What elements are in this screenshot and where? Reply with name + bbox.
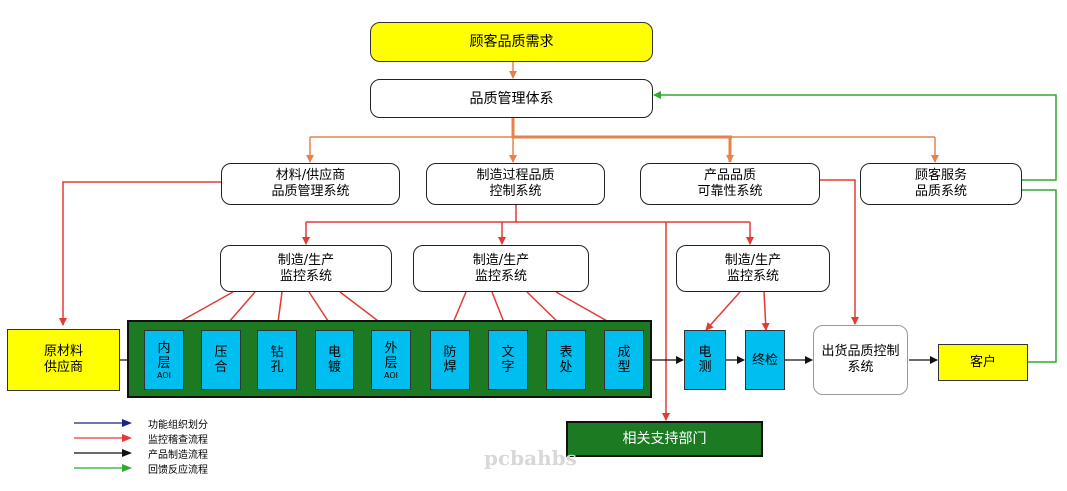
step-label: 表 处 (559, 345, 573, 375)
customer-demand-node: 顾客品质需求 (370, 22, 653, 62)
step-label: 成 型 (617, 345, 631, 375)
legend-item-org: 功能组织划分 (74, 416, 208, 431)
legend-arrow-icon (74, 464, 132, 472)
legend-arrow-icon (74, 449, 132, 457)
support-dept-node: 相关支持部门 (566, 421, 763, 457)
step-label: 防 焊 (443, 345, 457, 375)
product-reliability-node: 产品品质 可靠性系统 (640, 163, 820, 205)
step-lamination: 压 合 (201, 330, 241, 390)
legend-label: 监控稽查流程 (148, 434, 208, 446)
process-quality-node: 制造过程品质 控制系统 (426, 163, 605, 205)
legend-label: 产品制造流程 (148, 449, 208, 461)
monitor-system-1: 制造/生产 监控系统 (220, 245, 392, 292)
step-label: 电 镀 (327, 345, 341, 375)
legend-label: 回馈反应流程 (148, 464, 208, 476)
step-sub-label: AOI (384, 370, 398, 380)
step-label: 外 层 (384, 340, 398, 371)
monitor-system-2: 制造/生产 监控系统 (413, 245, 589, 292)
step-profiling: 成 型 (604, 330, 644, 390)
service-quality-node: 顾客服务 品质系统 (860, 163, 1022, 205)
outgoing-qc-node: 出货品质控制 系统 (813, 325, 908, 395)
step-outer-layer: 外 层 AOI (371, 330, 411, 390)
legend-item-audit: 监控稽查流程 (74, 431, 208, 446)
step-electrical-test: 电 测 (684, 330, 726, 390)
watermark: pcbahbs (484, 446, 577, 470)
legend-arrow-icon (74, 419, 132, 427)
step-inner-layer: 内 层 AOI (144, 330, 184, 390)
legend-item-manufacturing: 产品制造流程 (74, 446, 208, 461)
step-plating: 电 镀 (315, 330, 354, 390)
step-label: 内 层 (157, 340, 171, 371)
legend-item-feedback: 回馈反应流程 (74, 461, 208, 476)
step-legend-print: 文 字 (488, 330, 528, 390)
supplier-quality-node: 材料/供应商 品质管理系统 (221, 163, 400, 205)
step-sub-label: AOI (157, 370, 171, 380)
quality-mgmt-node: 品质管理体系 (370, 79, 653, 118)
customer-node: 客户 (938, 344, 1028, 381)
raw-material-supplier-node: 原材料 供应商 (7, 329, 120, 391)
step-label: 压 合 (214, 345, 228, 375)
step-surface-finish: 表 处 (546, 330, 586, 390)
legend-arrow-icon (74, 434, 132, 442)
step-label: 文 字 (501, 345, 515, 375)
monitor-system-3: 制造/生产 监控系统 (676, 245, 830, 292)
step-final-inspection: 终检 (745, 330, 785, 390)
step-label: 钻 孔 (270, 345, 284, 375)
step-solder-mask: 防 焊 (430, 330, 470, 390)
legend-label: 功能组织划分 (148, 419, 208, 431)
step-drilling: 钻 孔 (257, 330, 297, 390)
